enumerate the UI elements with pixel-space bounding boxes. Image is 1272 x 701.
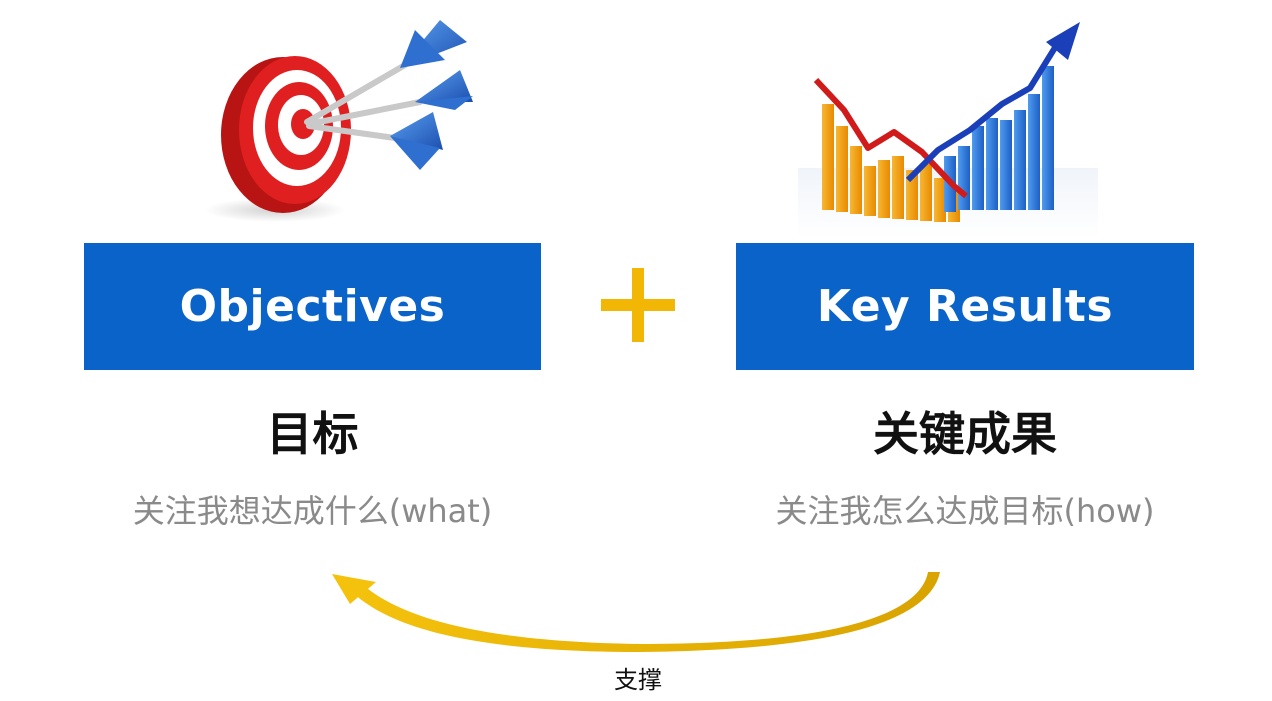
objectives-label: Objectives	[179, 281, 446, 332]
key-results-label: Key Results	[816, 281, 1114, 332]
plus-icon	[601, 268, 675, 342]
objectives-box: Objectives	[84, 243, 541, 370]
support-caption: 支撑	[614, 666, 662, 694]
dartboard-icon	[205, 20, 473, 222]
key-results-box: Key Results	[736, 243, 1194, 370]
objectives-subtitle: 关注我想达成什么(what)	[132, 492, 493, 530]
objectives-heading: 目标	[266, 407, 359, 461]
growth-chart-icon	[798, 22, 1098, 238]
key-results-heading: 关键成果	[873, 407, 1057, 461]
curved-arrow-icon	[332, 572, 940, 652]
key-results-subtitle: 关注我怎么达成目标(how)	[775, 492, 1155, 530]
